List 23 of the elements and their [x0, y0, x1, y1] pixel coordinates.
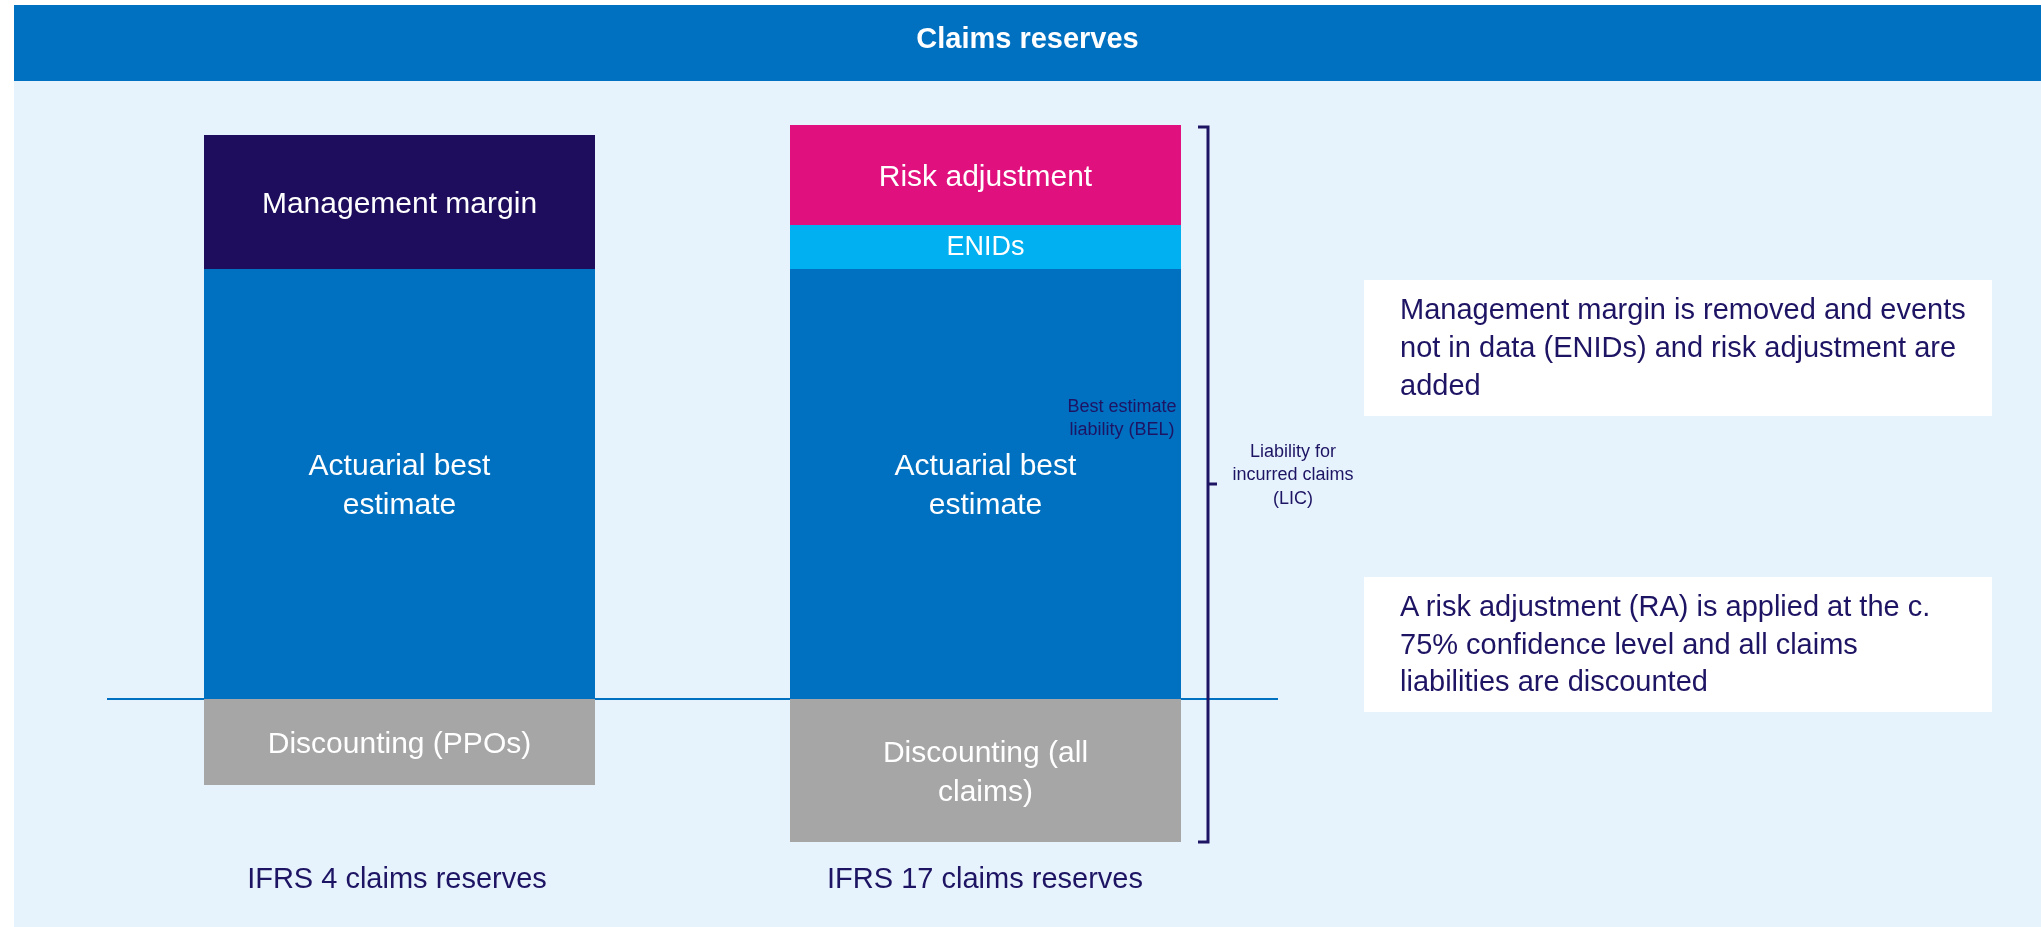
estimate-segment	[204, 269, 595, 699]
bracket-label: Best estimate liability (BEL)	[1066, 395, 1178, 442]
segment-label: Actuarial best estimate	[893, 447, 1078, 522]
note-text: Management margin is removed and events not in data (ENIDs) and risk adjustment are added	[1400, 292, 1967, 403]
note-text: A risk adjustment (RA) is applied at the c. 75% confidence level and all claims liabilities are discounted	[1400, 588, 1932, 700]
risk-segment	[790, 125, 1181, 225]
segment-label: Actuarial best estimate	[307, 447, 492, 522]
title: Claims reserves	[915, 22, 1140, 55]
bracket-label: Liability for incurred claims (LIC)	[1231, 440, 1355, 510]
segment-label: Management margin	[261, 184, 538, 221]
note-card	[1364, 280, 1992, 416]
discount-segment	[204, 699, 595, 785]
enid-segment	[790, 225, 1181, 269]
chart-caption: IFRS 4 claims reserves	[246, 861, 548, 896]
segment-label: Discounting (PPOs)	[267, 724, 532, 761]
note-card	[1364, 577, 1992, 712]
margin-segment	[204, 135, 595, 269]
estimate-segment	[790, 269, 1181, 699]
segment-label: Discounting (all claims)	[881, 733, 1090, 809]
segment-label: Risk adjustment	[878, 157, 1093, 194]
discount-segment	[790, 699, 1181, 842]
chart-caption: IFRS 17 claims reserves	[826, 861, 1144, 896]
segment-label: ENIDs	[946, 230, 1025, 264]
